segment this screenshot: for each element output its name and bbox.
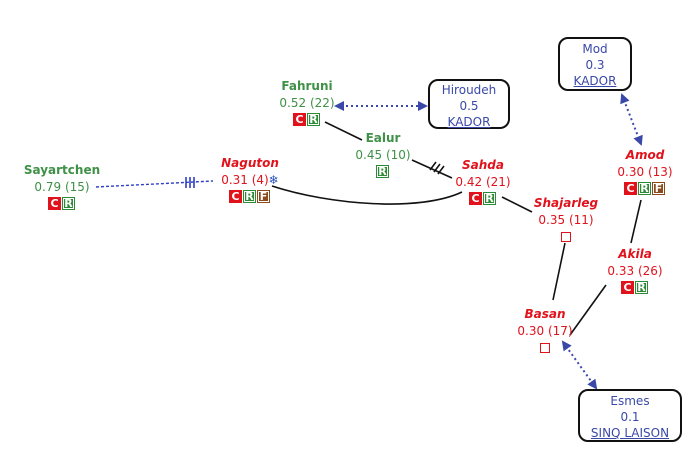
- badge-c: C: [621, 281, 634, 294]
- system-security: 0.30 (13): [617, 165, 673, 179]
- system-name: Basan: [524, 307, 566, 321]
- link-ealur-sahda: [411, 159, 453, 179]
- badge-c: C: [469, 192, 482, 205]
- badge-c: C: [624, 182, 637, 195]
- service-badges: [510, 341, 580, 357]
- system-security: 0.45 (10): [355, 148, 411, 162]
- region-security: 0.5: [459, 99, 479, 113]
- badge-c: C: [48, 197, 61, 210]
- system-security: 0.52 (22): [279, 96, 335, 110]
- empty-station-icon: [540, 343, 550, 353]
- region-box-esmes[interactable]: Esmes 0.1 SINQ LAISON: [578, 389, 682, 442]
- system-security: 0.79 (15): [34, 180, 90, 194]
- system-name: Shajarleg: [533, 196, 599, 210]
- badge-f: F: [257, 190, 270, 203]
- system-name: Akila: [618, 247, 652, 261]
- region-security: 0.3: [585, 58, 605, 72]
- security-value: 0.31 (4): [221, 173, 269, 187]
- region-system-name: Hiroudeh: [441, 83, 497, 97]
- badge-r: R: [243, 190, 256, 203]
- restricted-gate-marker: [429, 161, 445, 175]
- badge-f: F: [652, 182, 665, 195]
- region-security: 0.1: [620, 410, 640, 424]
- region-owner-link[interactable]: SINQ LAISON: [590, 426, 670, 440]
- region-box-mod[interactable]: Mod 0.3 KADOR: [558, 37, 632, 91]
- system-security: 0.33 (26): [607, 264, 663, 278]
- service-badges: R: [348, 165, 418, 181]
- system-basan[interactable]: Basan 0.30 (17): [510, 306, 580, 357]
- system-ealur[interactable]: Ealur 0.45 (10) R: [348, 130, 418, 181]
- system-name: Sayartchen: [23, 163, 101, 177]
- link-fahruni-ealur: [324, 121, 363, 141]
- badge-r: R: [376, 165, 389, 178]
- region-system-name: Esmes: [610, 394, 650, 408]
- link-shajarleg-basan: [552, 242, 566, 301]
- badge-r: R: [638, 182, 651, 195]
- system-name: Amod: [625, 148, 665, 162]
- badge-r: R: [635, 281, 648, 294]
- system-name: Sahda: [462, 158, 504, 172]
- region-owner-link[interactable]: KADOR: [447, 115, 491, 129]
- link-sahda-shajarleg: [501, 196, 533, 213]
- region-box-hiroudeh[interactable]: Hiroudeh 0.5 KADOR: [428, 79, 510, 129]
- system-name: Ealur: [365, 131, 401, 145]
- badge-r: R: [483, 192, 496, 205]
- empty-station-icon: [561, 232, 571, 242]
- link-mod-amod: [620, 93, 643, 146]
- system-name: Naguton: [221, 156, 279, 170]
- badge-r: R: [62, 197, 75, 210]
- system-security: 0.31 (4)❄: [212, 172, 288, 189]
- system-security: 0.42 (21): [455, 175, 511, 189]
- link-basan-akila: [569, 284, 607, 336]
- system-name: Fahruni: [281, 79, 333, 93]
- system-security: 0.35 (11): [538, 213, 594, 227]
- system-security: 0.30 (17): [517, 324, 573, 338]
- link-sayartchen-naguton: [95, 180, 214, 188]
- badge-c: C: [229, 190, 242, 203]
- blue-gate-marker: [185, 177, 195, 188]
- service-badges: [528, 230, 604, 246]
- region-owner-link[interactable]: KADOR: [573, 74, 617, 88]
- badge-r: R: [307, 113, 320, 126]
- region-system-name: Mod: [582, 42, 608, 56]
- badge-c: C: [293, 113, 306, 126]
- snowflake-icon: ❄: [268, 173, 279, 187]
- system-shajarleg[interactable]: Shajarleg 0.35 (11): [528, 195, 604, 246]
- link-naguton-sahda: [271, 185, 463, 205]
- link-akila-amod: [630, 199, 642, 244]
